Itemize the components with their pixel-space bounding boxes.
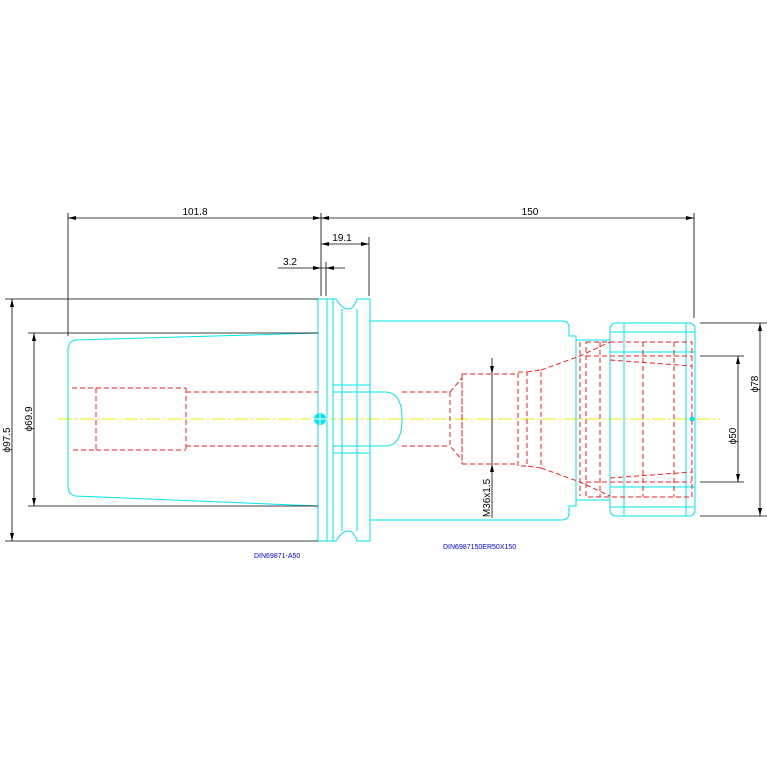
v-groove-top	[333, 298, 370, 310]
hidden-features	[72, 341, 693, 498]
label-holder-code: DIN6987150ER50X150	[443, 544, 516, 551]
dim-taper-length: 101.8	[182, 207, 207, 218]
dim-flange-width: 19.1	[332, 233, 352, 244]
holder-outline	[67, 298, 696, 542]
flange-left-face	[326, 298, 334, 542]
dim-thread: M36x1.5	[482, 478, 493, 517]
dim-gap: 3.2	[283, 257, 297, 268]
dim-taper-diameter: ϕ69.9	[24, 406, 35, 432]
dimension-lines	[5, 213, 767, 542]
body-outline	[370, 320, 577, 521]
dim-flange-diameter: ϕ97.5	[2, 427, 13, 453]
dim-body-length: 150	[522, 207, 539, 218]
dim-nut-diameter: ϕ78	[750, 375, 761, 392]
label-shank-standard: DIN69871-A50	[254, 553, 300, 560]
dimension-arrows	[10, 216, 762, 541]
center-marker-right	[689, 416, 695, 422]
dim-collet-diameter: ϕ50	[728, 427, 739, 444]
taper-outline	[67, 332, 319, 507]
collet-nut	[609, 322, 696, 517]
v-groove-bottom	[333, 530, 370, 542]
